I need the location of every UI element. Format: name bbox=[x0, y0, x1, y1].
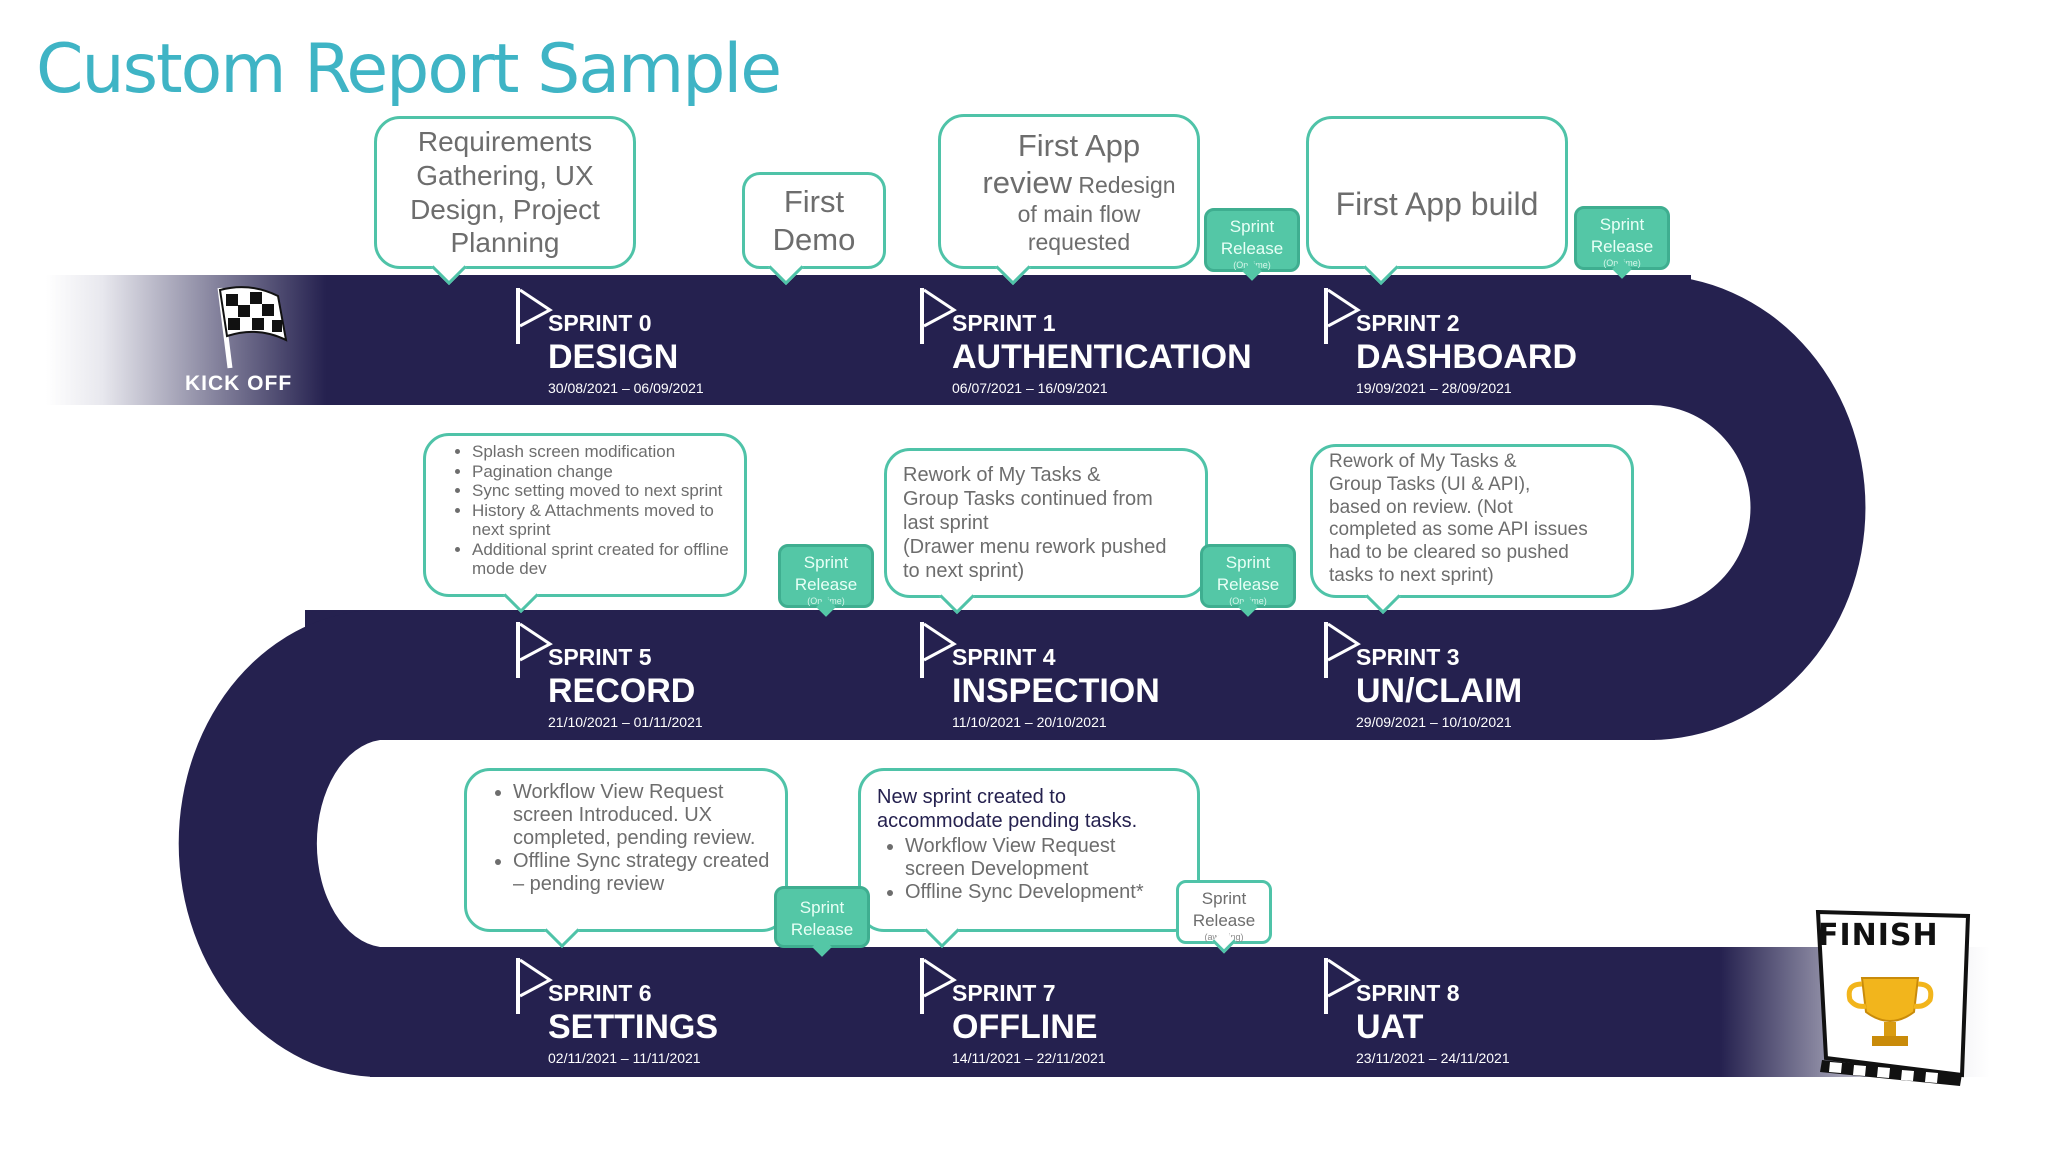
note-item: Sync setting moved to next sprint bbox=[472, 481, 730, 501]
callout-text: Rework of My Tasks & Group Tasks (UI & A… bbox=[1329, 451, 1588, 586]
badge-label: Sprint Release bbox=[790, 898, 854, 939]
callout-text: Requirements Gathering, UX Design, Proje… bbox=[410, 126, 600, 259]
callout-intro: New sprint created to accommodate pendin… bbox=[877, 786, 1138, 832]
badge-status: (On time) bbox=[807, 596, 845, 606]
sprint-name: AUTHENTICATION bbox=[952, 338, 1252, 376]
badge-status: (On time) bbox=[1233, 260, 1271, 270]
sprint-name: UAT bbox=[1356, 1008, 1424, 1046]
sprint-release-badge: Sprint Release (On time) bbox=[778, 544, 874, 608]
sprint-number: SPRINT 1 bbox=[952, 310, 1056, 336]
flag-icon bbox=[1324, 288, 1361, 344]
sprint-dates: 19/09/2021 – 28/09/2021 bbox=[1356, 380, 1512, 396]
flag-icon bbox=[920, 622, 957, 678]
sprint-release-badge: Sprint Release (On time) bbox=[1574, 206, 1670, 270]
badge-status: (awaiting) bbox=[1204, 932, 1244, 942]
badge-status: (On time) bbox=[1603, 258, 1641, 268]
flag-icon bbox=[1324, 622, 1361, 678]
callout-sprint7-notes: New sprint created to accommodate pendin… bbox=[858, 768, 1200, 932]
callout-requirements: Requirements Gathering, UX Design, Proje… bbox=[374, 116, 636, 269]
sprint-number: SPRINT 5 bbox=[548, 644, 652, 670]
callout-text: Rework of My Tasks & Group Tasks continu… bbox=[903, 464, 1167, 582]
note-item: Workflow View Request screen Development bbox=[905, 835, 1181, 881]
sprint-number: SPRINT 8 bbox=[1356, 980, 1460, 1006]
callout-text: First App review Redesign of main flow r… bbox=[962, 127, 1175, 257]
callout-first-app-build: First App build bbox=[1306, 116, 1568, 269]
callout-first-app-review: First App review Redesign of main flow r… bbox=[938, 114, 1200, 269]
sprint-name: DASHBOARD bbox=[1356, 338, 1577, 376]
sprint-number: SPRINT 2 bbox=[1356, 310, 1460, 336]
flag-icon bbox=[920, 288, 957, 344]
checkered-flag-icon bbox=[217, 286, 288, 369]
sprint-dates: 30/08/2021 – 06/09/2021 bbox=[548, 380, 704, 396]
sprint-dates: 23/11/2021 – 24/11/2021 bbox=[1356, 1050, 1510, 1066]
finish-label: FINISH bbox=[1818, 918, 1939, 953]
sprint-number: SPRINT 3 bbox=[1356, 644, 1460, 670]
sprint-number: SPRINT 6 bbox=[548, 980, 652, 1006]
sprint-number: SPRINT 4 bbox=[952, 644, 1056, 670]
note-item: Additional sprint created for offline mo… bbox=[472, 540, 730, 579]
sprint-release-badge: Sprint Release (On time) bbox=[1200, 544, 1296, 608]
sprint-release-badge: Sprint Release (awaiting) bbox=[1176, 880, 1272, 944]
flag-icon bbox=[516, 622, 553, 678]
callout-sprint5-notes: Splash screen modification Pagination ch… bbox=[423, 433, 747, 597]
sprint-release-badge: Sprint Release (On time) bbox=[1204, 208, 1300, 272]
sprint-name: SETTINGS bbox=[548, 1008, 719, 1046]
sprint-number: SPRINT 0 bbox=[548, 310, 652, 336]
note-item: History & Attachments moved to next spri… bbox=[472, 501, 730, 540]
sprint-dates: 11/10/2021 – 20/10/2021 bbox=[952, 714, 1107, 730]
track-turn-left bbox=[178, 610, 380, 1077]
sprint-release-badge: Sprint Release bbox=[774, 886, 870, 948]
flag-icon bbox=[516, 958, 553, 1014]
flag-icon bbox=[920, 958, 957, 1014]
sprint-dates: 06/07/2021 – 16/09/2021 bbox=[952, 380, 1108, 396]
callout-sprint4-notes: Rework of My Tasks & Group Tasks continu… bbox=[884, 448, 1208, 598]
sprint-name: RECORD bbox=[548, 672, 696, 710]
flag-icon bbox=[516, 288, 553, 344]
callout-first-demo: First Demo bbox=[742, 172, 886, 269]
badge-label: Sprint Release bbox=[1192, 889, 1256, 930]
callout-text: First Demo bbox=[772, 184, 856, 257]
note-item: Offline Sync strategy created – pending … bbox=[513, 850, 771, 896]
sprint-dates: 14/11/2021 – 22/11/2021 bbox=[952, 1050, 1106, 1066]
note-item: Splash screen modification bbox=[472, 442, 730, 462]
finish-trophy-icon bbox=[1815, 909, 1971, 1086]
flag-icon bbox=[1324, 958, 1361, 1014]
badge-label: Sprint Release bbox=[794, 553, 858, 594]
sprint-dates: 02/11/2021 – 11/11/2021 bbox=[548, 1050, 701, 1066]
badge-label: Sprint Release bbox=[1216, 553, 1280, 594]
sprint-number: SPRINT 7 bbox=[952, 980, 1056, 1006]
callout-sprint6-notes: Workflow View Request screen Introduced.… bbox=[464, 768, 788, 932]
track-turn-right bbox=[1650, 275, 1866, 740]
sprint-dates: 21/10/2021 – 01/11/2021 bbox=[548, 714, 703, 730]
page-title: Custom Report Sample bbox=[36, 30, 782, 109]
sprint-name: OFFLINE bbox=[952, 1008, 1098, 1046]
callout-text-small: Redesign of main flow requested bbox=[1017, 171, 1176, 255]
sprint-name: DESIGN bbox=[548, 338, 679, 376]
callout-text: First App build bbox=[1335, 186, 1539, 223]
badge-status: (On time) bbox=[1229, 596, 1267, 606]
badge-label: Sprint Release bbox=[1220, 217, 1284, 258]
kickoff-area bbox=[46, 275, 326, 405]
sprint-name: INSPECTION bbox=[952, 672, 1160, 710]
badge-label: Sprint Release bbox=[1590, 215, 1654, 256]
note-item: Workflow View Request screen Introduced.… bbox=[513, 781, 771, 850]
note-item: Pagination change bbox=[472, 462, 730, 482]
kickoff-label: KICK OFF bbox=[185, 372, 293, 395]
sprint-dates: 29/09/2021 – 10/10/2021 bbox=[1356, 714, 1512, 730]
callout-text-large: First App review bbox=[982, 127, 1141, 200]
callout-sprint3-notes: Rework of My Tasks & Group Tasks (UI & A… bbox=[1310, 444, 1634, 598]
note-item: Offline Sync Development* bbox=[905, 881, 1181, 904]
sprint-name: UN/CLAIM bbox=[1356, 672, 1523, 710]
